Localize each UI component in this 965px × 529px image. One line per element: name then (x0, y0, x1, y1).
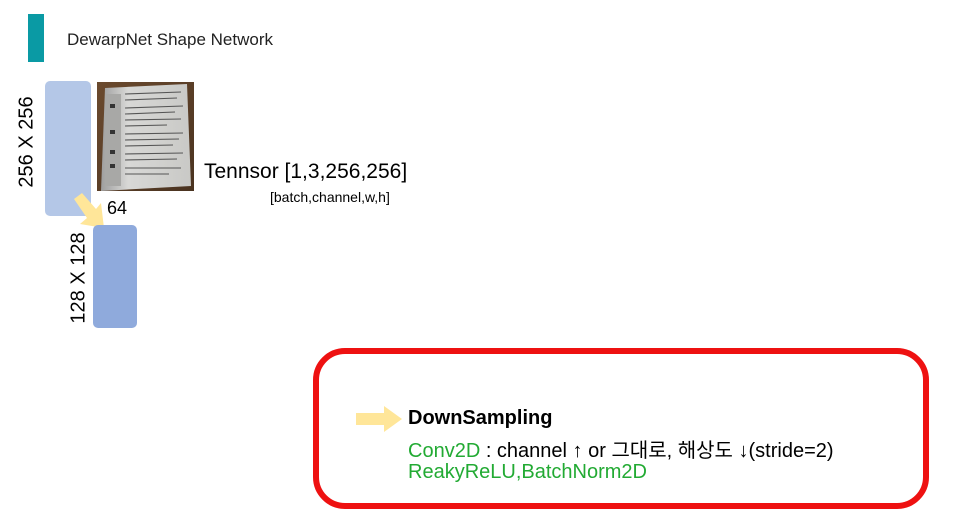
page-title: DewarpNet Shape Network (67, 30, 273, 49)
downsampling-title: DownSampling (408, 407, 553, 429)
conv2d-name: Conv2D (408, 440, 481, 462)
feature-block-256 (45, 81, 91, 216)
activation-norm-line: ReakyReLU,BatchNorm2D (408, 461, 647, 483)
block-128-label: 128 X 128 (67, 232, 90, 324)
conv2d-desc: : channel ↑ or 그대로, 해상도 ↓(stride=2) (480, 440, 834, 462)
downsampling-callout (313, 348, 929, 509)
tensor-shape-label: Tennsor [1,3,256,256] (204, 160, 408, 183)
right-arrow-icon (356, 406, 402, 432)
downsample-arrow-icon (74, 193, 104, 228)
feature-block-128 (93, 225, 137, 328)
document-photo-icon (97, 82, 194, 191)
conv2d-line: Conv2D : channel ↑ or 그대로, 해상도 ↓(stride=… (408, 434, 834, 463)
block-256-label: 256 X 256 (15, 96, 38, 188)
title-accent-bar (28, 14, 44, 62)
channel-count-label: 64 (107, 198, 128, 218)
tensor-dims-label: [batch,channel,w,h] (270, 189, 390, 205)
